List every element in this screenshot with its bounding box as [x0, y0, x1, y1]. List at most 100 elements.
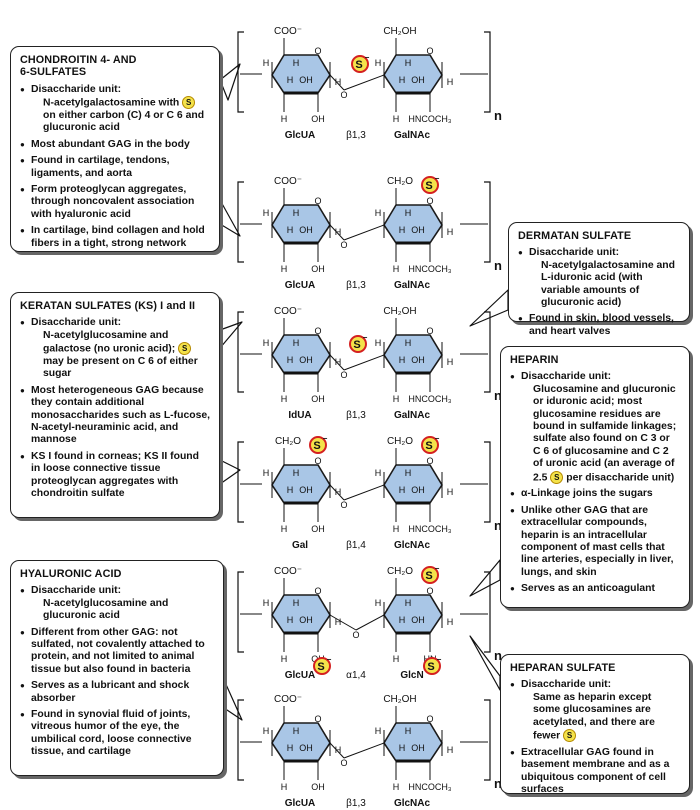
- fact-list: Disaccharide unit:N-acetylglucosamine an…: [20, 585, 214, 758]
- substituent-label: OH: [299, 225, 313, 235]
- sulfate-charge: −: [435, 564, 440, 573]
- fact-detail-text: N-acetylgalactosamine and L-iduronic aci…: [541, 259, 675, 309]
- h-label: H: [287, 355, 294, 365]
- fact-lead: Disaccharide unit:: [529, 247, 620, 259]
- repeat-n: n: [494, 108, 502, 123]
- h-label: H: [375, 726, 382, 736]
- h-label: H: [335, 617, 342, 627]
- h-label: H: [447, 745, 454, 755]
- h-label: H: [293, 468, 300, 478]
- right-bracket: [484, 441, 491, 523]
- h-label: H: [293, 58, 300, 68]
- keratan-sulfates-box: KERATAN SULFATES (KS) I and II Disacchar…: [10, 292, 220, 518]
- sugar-ring: [271, 594, 331, 634]
- h-label: H: [281, 524, 288, 534]
- sulfate-icon: S−: [421, 434, 440, 454]
- h-label: H: [263, 58, 270, 68]
- fact-detail: Same as heparin except some glucosamines…: [521, 692, 680, 743]
- substituent-label: OH: [311, 782, 325, 792]
- bridge-bond: [343, 742, 385, 759]
- ring-oxygen: O: [426, 196, 433, 206]
- top-substituent: CH₂O: [387, 436, 413, 447]
- h-label: H: [335, 357, 342, 367]
- h-label: H: [293, 726, 300, 736]
- top-substituent: COO⁻: [274, 306, 302, 317]
- h-label: H: [287, 615, 294, 625]
- repeat-n: n: [494, 388, 502, 403]
- sulfate-icon: S−: [309, 434, 328, 454]
- fact-lead: Disaccharide unit:: [31, 585, 122, 597]
- h-label: H: [393, 394, 400, 404]
- sulfate-charge: −: [435, 174, 440, 183]
- fact-item: α-Linkage joins the sugars: [510, 488, 680, 501]
- bridge-bond: [329, 224, 345, 241]
- substituent-label: OH: [311, 394, 325, 404]
- h-label: H: [263, 468, 270, 478]
- h-label: H: [393, 654, 400, 664]
- substituent-label: HNCOCH₃: [408, 264, 451, 274]
- fact-item: Found in skin, blood vessels, and heart …: [518, 313, 680, 338]
- bridge-bond: [329, 74, 345, 91]
- left-bracket: [237, 571, 244, 653]
- ring-oxygen: O: [426, 586, 433, 596]
- sulfate-charge: −: [365, 53, 370, 62]
- fact-text: Extracellular GAG found in basement memb…: [521, 746, 670, 795]
- right-bracket: [484, 181, 491, 263]
- box-title: HEPARIN: [510, 354, 559, 366]
- h-label: H: [281, 782, 288, 792]
- h-label: H: [405, 598, 412, 608]
- fact-text: Most heterogeneous GAG because they cont…: [31, 384, 211, 446]
- fact-detail-text: N-acetylglucosamine and glucuronic acid: [43, 597, 169, 622]
- h-label: H: [293, 598, 300, 608]
- fact-text: In cartilage, bind collagen and hold fib…: [31, 225, 205, 249]
- substituent-label: OH: [411, 355, 425, 365]
- callout-arrow: [469, 559, 501, 597]
- substituent-label: OH: [411, 485, 425, 495]
- fact-lead: Disaccharide unit:: [521, 679, 612, 691]
- h-label: H: [335, 745, 342, 755]
- fact-list: Disaccharide unit:N-acetylglucosamine an…: [20, 317, 210, 500]
- h-label: H: [405, 726, 412, 736]
- callout-arrow: [219, 199, 241, 237]
- bridge-bond: [343, 354, 385, 371]
- sulfate-circle: [421, 176, 439, 194]
- h-label: H: [263, 338, 270, 348]
- top-substituent: CH₂O: [387, 176, 413, 187]
- top-substituent: COO⁻: [274, 176, 302, 187]
- h-label: H: [447, 617, 454, 627]
- bridge-bond: [343, 484, 385, 501]
- linkage-label: β1,3: [346, 410, 366, 421]
- h-label: H: [405, 468, 412, 478]
- bridge-bond: [355, 614, 385, 631]
- h-label: H: [281, 264, 288, 274]
- hyaluronic-acid-box: HYALURONIC ACID Disaccharide unit:N-acet…: [10, 560, 224, 776]
- fact-detail: N-acetylgalactosamine and L-iduronic aci…: [529, 260, 680, 310]
- ring-oxygen: O: [314, 46, 321, 56]
- fact-item: Disaccharide unit:N-acetylgalactosamine …: [518, 247, 680, 309]
- h-label: H: [405, 208, 412, 218]
- sulfate-charge: −: [435, 434, 440, 443]
- h-label: H: [399, 743, 406, 753]
- h-label: H: [405, 338, 412, 348]
- sulfate-icon: S: [178, 342, 192, 356]
- h-label: H: [375, 598, 382, 608]
- bridge-bond: [329, 484, 345, 501]
- sulfate-symbol: S: [353, 339, 360, 351]
- substituent-label: HNCOCH₃: [408, 524, 451, 534]
- box-title: CHONDROITIN 4- AND 6-SULFATES: [20, 54, 137, 79]
- sugar-name: GalNAc: [394, 130, 431, 141]
- sugar-name: GlcUA: [285, 280, 316, 291]
- fact-item: Serves as an anticoagulant: [510, 583, 680, 596]
- sugar-ring: [271, 334, 331, 374]
- bridge-oxygen: O: [340, 500, 347, 510]
- h-label: H: [263, 726, 270, 736]
- substituent-label: OH: [299, 615, 313, 625]
